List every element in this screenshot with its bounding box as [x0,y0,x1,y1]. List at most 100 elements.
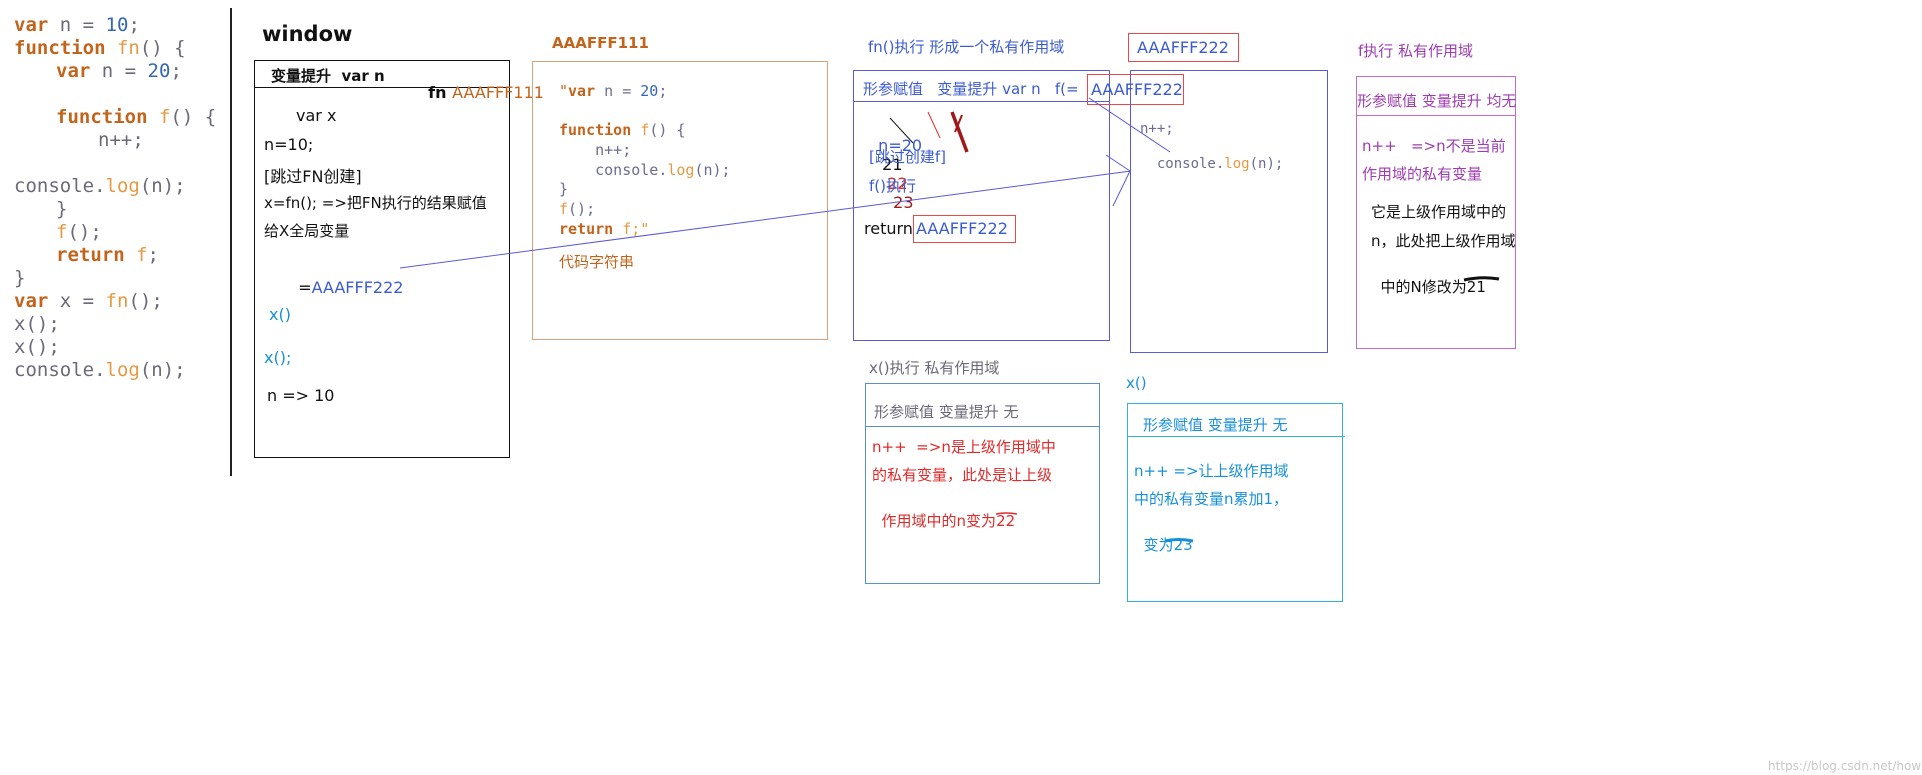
fn-scope-title: fn()执行 形成一个私有作用域 [868,38,1065,56]
code-token: ; [147,244,159,266]
code-token: function [14,37,106,59]
code-line: } [14,267,216,290]
heap-code-token: n++; [559,141,632,160]
f-scope-header: 形参赋值 变量提升 均无 [1357,92,1517,110]
heap-222-title: AAAFFF222 [1137,38,1229,57]
f-scope-line-2: 作用域的私有变量 [1362,165,1483,183]
heap-111-title: AAAFFF111 [552,34,649,52]
eq-sign: = [298,278,312,297]
code-token: function [56,106,148,128]
f-scope-header-line [1356,115,1516,116]
heap-code-line: f(); [559,200,731,220]
heap-code-token: f;" [613,219,650,238]
code-token: n [90,60,114,82]
code-token: var [14,14,49,36]
window-header-line [254,87,510,88]
code-token: 20 [147,60,171,82]
code-line: console.log(n); [14,175,216,198]
code-token: = [113,60,148,82]
f-scope-line-5-text: 中的N修改为 [1380,278,1467,296]
code-line: return f; [14,244,216,267]
code-token: (); [67,221,102,243]
code-line: function f() { [14,106,216,129]
line-heap-right-2 [1112,170,1131,207]
f-scope-title: f执行 私有作用域 [1358,42,1474,60]
x-scope-1-box [865,383,1100,584]
code-token: n [48,14,72,36]
code-token: x [48,290,72,312]
fn-addr: AAAFFF111 [452,83,544,102]
code-token: } [56,198,68,220]
fn-scope-header-addr-box [1087,74,1184,105]
code-token: n++; [98,129,144,151]
f-scope-line-1: n++ =>n不是当前 [1362,137,1506,155]
x-scope-2-line-1: n++ =>让上级作用域 [1134,462,1289,480]
code-token: console [14,175,95,197]
window-title: window [262,22,353,46]
code-token: (); [128,290,163,312]
fn-scope-f-exec: f()执行 [869,177,916,195]
code-token: x [14,336,26,358]
code-token: fn [105,37,140,59]
heap-code-line: n++; [559,141,731,161]
x-scope-1-line-1: n++ =>n是上级作用域中 [872,438,1056,456]
heap-code-token: f [559,200,569,219]
code-token: 10 [105,14,129,36]
heap-code-token: return [559,219,614,238]
window-x-assign-2: 给X全局变量 [264,222,350,240]
window-x-assign-1: x=fn(); =>把FN执行的结果赋值 [264,194,487,212]
x-scope-2-header-line [1127,436,1345,437]
heap-code-token: n = [595,82,641,100]
code-token: x [14,313,26,335]
window-call-1: x() [269,305,291,324]
divider [230,8,232,476]
fn-name: fn [428,83,453,102]
code-token: log [105,359,140,381]
heap-111-box [532,61,828,340]
code-token: (n); [139,175,186,197]
code-token: f [147,106,171,128]
x-scope-2-line-2: 中的私有变量n累加1， [1134,490,1289,508]
heap-code-token: log [667,160,695,179]
x-scope-1-line-2: 的私有变量，此处是让上级 [872,466,1053,484]
heap-code-token: function [559,121,632,140]
window-result: n => 10 [267,386,335,405]
strike-22b [954,114,963,133]
heap-code-line: "var n = 20; [559,82,731,102]
code-token: (n); [139,359,186,381]
n-21: 21 [882,155,903,174]
heap-code-token: (); [568,200,596,219]
heap-222-title-box [1128,33,1239,62]
heap-code-token: var [568,82,596,100]
heap-222-box [1130,70,1328,353]
arrow-x-to-heap [399,170,1132,269]
code-token: console [14,359,95,381]
x-scope-1-value-22: 22 [996,512,1016,530]
heap-code-token: f [631,121,650,140]
f-scope-line-3: 它是上级作用域中的 [1371,203,1507,221]
fn-scope-header: 形参赋值 变量提升 var n f(= [863,80,1079,98]
code-token: () { [170,106,217,128]
x-scope-1-title: x()执行 私有作用域 [869,359,1000,377]
heap-222-line-1: n++; [1140,121,1174,137]
f-scope-line-5: 中的N修改为21 [1371,258,1486,297]
eq-addr: AAAFFF222 [311,278,404,297]
underline-23 [1164,538,1194,543]
fn-scope-return: return [864,219,913,238]
f-scope-box [1356,76,1516,349]
line-heap-header [1088,97,1171,153]
code-token: f [56,221,68,243]
heap-code-line: return f;" [559,220,731,240]
source-code: var n = 10;function fn() {var n = 20;fun… [14,14,216,382]
strike-20 [889,117,914,144]
heap-code-token: () { [649,121,686,140]
window-skip-fn: [跳过FN创建] [264,167,362,186]
code-token: var [14,290,49,312]
window-hoist-label: 变量提升 var n [271,67,385,85]
code-token: fn [105,290,129,312]
code-token: = [71,290,106,312]
underline-21 [1463,276,1500,282]
heap-code-token: " [559,82,569,100]
window-n-assign: n=10; [264,135,314,154]
fn-scope-return-addr: AAAFFF222 [916,219,1008,238]
